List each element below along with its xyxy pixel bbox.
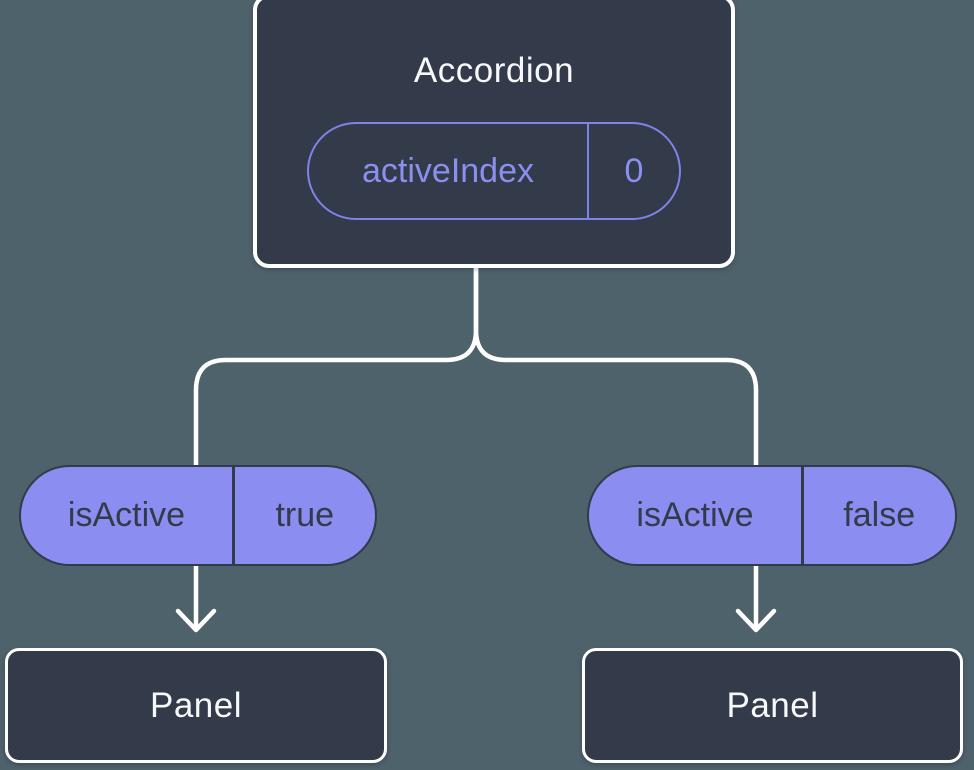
prop-value-label: true bbox=[275, 496, 335, 534]
accordion-node-title: Accordion bbox=[413, 51, 575, 90]
accordion-node: Accordion activeIndex 0 bbox=[253, 0, 735, 268]
arrowhead-left-icon bbox=[175, 608, 217, 633]
connector-right-branch bbox=[473, 261, 759, 632]
state-name-label: activeIndex bbox=[362, 151, 534, 190]
connector-left-branch bbox=[193, 261, 479, 632]
prop-pill-left: isActive true bbox=[19, 465, 377, 566]
prop-pill-right: isActive false bbox=[587, 465, 957, 566]
panel-node-left: Panel bbox=[5, 648, 387, 763]
prop-name-label: isActive bbox=[636, 496, 754, 534]
prop-name-label: isActive bbox=[67, 496, 186, 534]
state-pill: activeIndex 0 bbox=[307, 122, 681, 220]
arrowhead-right-icon bbox=[735, 608, 777, 633]
panel-node-title: Panel bbox=[149, 685, 243, 725]
prop-pill-divider bbox=[801, 467, 804, 564]
state-value-label: 0 bbox=[624, 151, 644, 190]
panel-node-right: Panel bbox=[582, 648, 963, 763]
panel-node-title: Panel bbox=[726, 685, 819, 725]
prop-value-label: false bbox=[843, 496, 916, 534]
state-pill-divider bbox=[587, 124, 589, 218]
